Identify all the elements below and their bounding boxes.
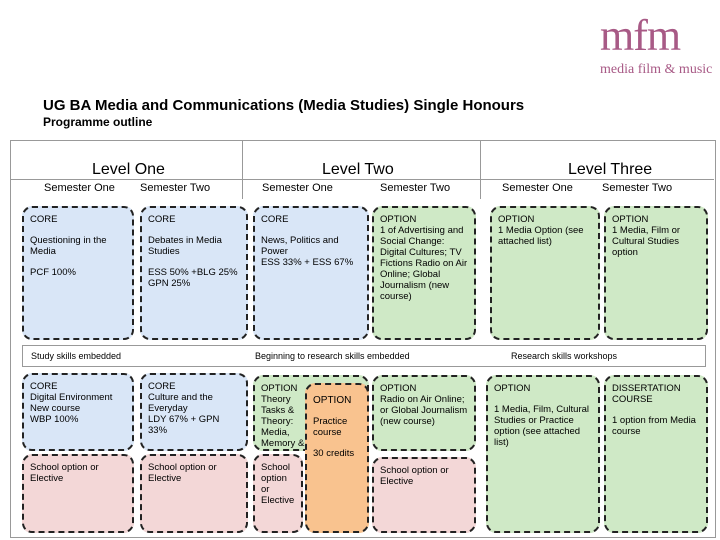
elective-text: School option or Elective <box>30 462 99 484</box>
module-name: News, Politics and Power <box>261 235 339 257</box>
level-divider-1 <box>242 140 243 199</box>
option-module-box: OPTION 1 Media, Film, Cultural Studies o… <box>486 375 600 533</box>
module-text: 1 Media, Film, Cultural Studies or Pract… <box>494 404 590 448</box>
module-text: Practice course <box>313 416 348 438</box>
semester-heading: Semester Two <box>380 182 451 194</box>
module-type: CORE <box>148 381 176 392</box>
level-two-heading: Level Two <box>322 161 394 178</box>
module-type: CORE <box>30 381 58 392</box>
module-type: OPTION <box>380 214 417 225</box>
module-type: CORE <box>30 214 58 225</box>
module-type: OPTION <box>261 383 298 394</box>
module-credits: 30 credits <box>313 448 355 459</box>
module-name: Questioning in the Media <box>30 235 107 257</box>
page-subtitle: Programme outline <box>43 115 153 129</box>
elective-box: School option or Elective <box>22 454 134 533</box>
elective-text: School option or Elective <box>261 462 295 506</box>
core-module-box: CORE Culture and the Everyday LDY 67% + … <box>140 373 248 451</box>
semester-heading: Semester One <box>44 182 115 194</box>
elective-box: School option or Elective <box>140 454 248 533</box>
module-assessment: ESS 33% + ESS 67% <box>261 257 354 268</box>
semester-heading: Semester Two <box>140 182 211 194</box>
module-text: 1 of Advertising and Social Change: Digi… <box>380 225 468 302</box>
module-name: Culture and the Everyday <box>148 392 213 414</box>
option-module-box: OPTION 1 Media, Film or Cultural Studies… <box>604 206 708 340</box>
elective-text: School option or Elective <box>148 462 217 484</box>
elective-box: School option or Elective <box>253 454 303 533</box>
core-module-box: CORE News, Politics and Power ESS 33% + … <box>253 206 369 340</box>
core-module-box: CORE Digital Environment New course WBP … <box>22 373 134 451</box>
semester-heading: Semester Two <box>602 182 673 194</box>
skills-band-level-two: Beginning to research skills embedded <box>255 351 410 361</box>
programme-frame <box>10 140 716 538</box>
semester-heading: Semester One <box>502 182 573 194</box>
skills-band-level-three: Research skills workshops <box>511 351 618 361</box>
header-divider <box>10 179 714 180</box>
skills-band-level-one: Study skills embedded <box>31 351 122 361</box>
option-module-box: OPTION 1 of Advertising and Social Chang… <box>372 206 476 340</box>
module-text: Radio on Air Online; or Global Journalis… <box>380 394 468 427</box>
module-name: Debates in Media Studies <box>148 235 222 257</box>
module-text: 1 Media, Film or Cultural Studies option <box>612 225 681 258</box>
option-module-box: OPTION Radio on Air Online; or Global Jo… <box>372 375 476 451</box>
level-three-heading: Level Three <box>568 161 653 178</box>
module-assessment: ESS 50% +BLG 25% GPN 25% <box>148 267 238 289</box>
module-text: 1 Media Option (see attached list) <box>498 225 584 247</box>
semester-heading: Semester One <box>262 182 333 194</box>
module-assessment: PCF 100% <box>30 267 76 278</box>
module-type: DISSERTATION COURSE <box>612 383 681 405</box>
module-assessment: LDY 67% + GPN 33% <box>148 414 220 436</box>
level-one-heading: Level One <box>92 161 165 178</box>
option-module-box: OPTION 1 Media Option (see attached list… <box>490 206 600 340</box>
core-module-box: CORE Debates in Media Studies ESS 50% +B… <box>140 206 248 340</box>
module-type: CORE <box>148 214 176 225</box>
module-type: OPTION <box>498 214 535 225</box>
core-module-box: CORE Questioning in the Media PCF 100% <box>22 206 134 340</box>
skills-band: Study skills embedded Beginning to resea… <box>22 345 706 367</box>
module-name: Digital Environment <box>30 392 113 403</box>
module-type: OPTION <box>380 383 417 394</box>
logo-mark: mfm <box>600 11 681 60</box>
module-type: CORE <box>261 214 289 225</box>
elective-text: School option or Elective <box>380 465 449 487</box>
module-text: Theory Tasks & Theory: Media, Memory & H… <box>261 394 305 449</box>
page-title: UG BA Media and Communications (Media St… <box>43 97 525 114</box>
module-type: OPTION <box>612 214 649 225</box>
elective-box: School option or Elective <box>372 457 476 533</box>
logo-tagline: media film & music <box>600 62 713 77</box>
module-assessment: WBP 100% <box>30 414 79 425</box>
module-text: 1 option from Media course <box>612 415 696 437</box>
practice-option-box: OPTION Practice course 30 credits <box>305 383 369 533</box>
dissertation-course-box: DISSERTATION COURSE 1 option from Media … <box>604 375 708 533</box>
module-type: OPTION <box>313 395 352 406</box>
module-note: New course <box>30 403 81 414</box>
module-type: OPTION <box>494 383 531 394</box>
level-divider-2 <box>480 140 481 199</box>
